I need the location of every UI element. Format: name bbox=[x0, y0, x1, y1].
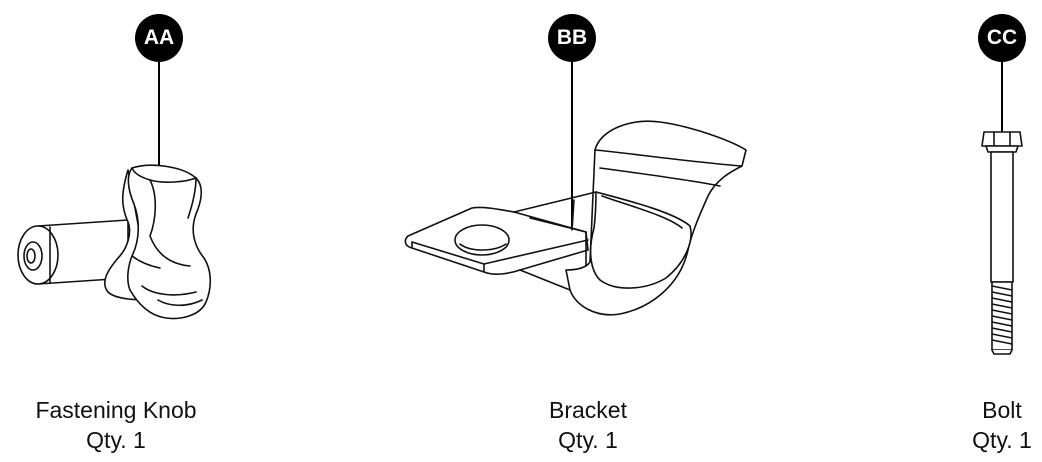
part-fastening-knob: AA Fastening Knob Qty. 1 bbox=[0, 0, 260, 462]
callout-leader-bb bbox=[571, 60, 573, 236]
callout-badge-cc: CC bbox=[978, 14, 1026, 62]
part-qty-aa: Qty. 1 bbox=[86, 427, 146, 453]
part-caption-cc: Bolt Qty. 1 bbox=[952, 395, 1042, 455]
part-name-aa: Fastening Knob bbox=[35, 397, 197, 423]
part-bracket: BB Bracket Qty. 1 bbox=[390, 0, 790, 462]
part-qty-cc: Qty. 1 bbox=[972, 427, 1032, 453]
callout-badge-bb: BB bbox=[548, 14, 596, 62]
part-caption-aa: Fastening Knob Qty. 1 bbox=[0, 395, 232, 455]
callout-leader-cc bbox=[1001, 60, 1003, 132]
fastening-knob-illustration bbox=[0, 0, 260, 360]
part-name-cc: Bolt bbox=[982, 397, 1022, 423]
part-qty-bb: Qty. 1 bbox=[558, 427, 618, 453]
bracket-illustration bbox=[390, 0, 790, 360]
part-bolt: CC Bolt Qty. 1 bbox=[940, 0, 1042, 462]
callout-badge-aa: AA bbox=[135, 14, 183, 62]
callout-leader-aa bbox=[158, 60, 160, 170]
part-caption-bb: Bracket Qty. 1 bbox=[508, 395, 668, 455]
part-name-bb: Bracket bbox=[549, 397, 627, 423]
bolt-illustration bbox=[940, 0, 1042, 360]
